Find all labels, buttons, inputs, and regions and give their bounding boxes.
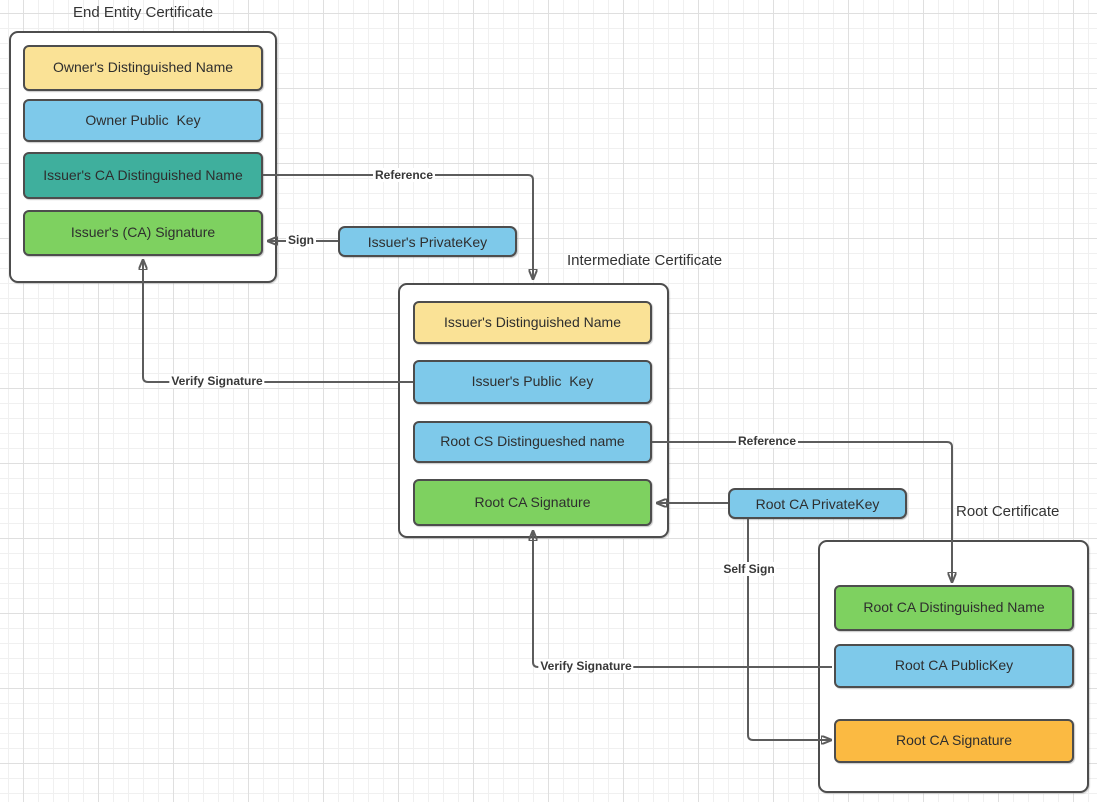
issuers-distinguished-name-field: Issuer's Distinguished Name — [413, 301, 652, 344]
issuers-ca-signature-field: Issuer's (CA) Signature — [23, 210, 263, 256]
owners-distinguished-name-field: Owner's Distinguished Name — [23, 45, 263, 91]
reference-2-label: Reference — [735, 434, 799, 448]
root-cs-distinguished-name-field: Root CS Distingueshed name — [413, 421, 652, 463]
intermediate-certificate-title: Intermediate Certificate — [567, 252, 723, 269]
issuers-ca-distinguished-name-field: Issuer's CA Distinguished Name — [23, 152, 263, 199]
verify-signature-1-label: Verify Signature — [169, 374, 265, 388]
verify-signature-2-connector — [533, 531, 832, 668]
root-ca-signature-root-field: Root CA Signature — [834, 719, 1074, 763]
end-entity-certificate-title: End Entity Certificate — [72, 4, 214, 21]
root-ca-signature-intermediate-field: Root CA Signature — [413, 479, 652, 526]
owner-public-key-field: Owner Public Key — [23, 99, 263, 142]
root-ca-private-key-box: Root CA PrivateKey — [728, 488, 907, 519]
root-ca-public-key-field: Root CA PublicKey — [834, 644, 1074, 688]
root-certificate-title: Root Certificate — [956, 503, 1060, 520]
self-sign-label: Self Sign — [721, 562, 777, 576]
root-ca-distinguished-name-field: Root CA Distinguished Name — [834, 585, 1074, 631]
sign-label: Sign — [286, 233, 316, 247]
issuers-public-key-field: Issuer's Public Key — [413, 360, 652, 404]
issuers-private-key-box: Issuer's PrivateKey — [338, 226, 517, 257]
verify-signature-2-label: Verify Signature — [538, 659, 634, 673]
reference-1-label: Reference — [372, 168, 436, 182]
